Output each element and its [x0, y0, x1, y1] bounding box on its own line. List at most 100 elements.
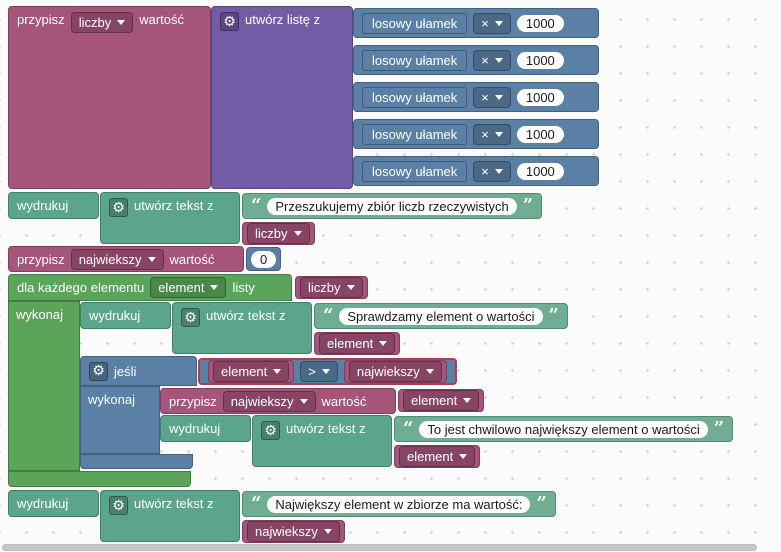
block-variable-najwiekszy[interactable]: najwiekszy	[242, 520, 345, 543]
print-label: wydrukuj	[17, 496, 69, 511]
element-variable-dropdown[interactable]: element	[403, 390, 480, 411]
block-text-string[interactable]: “ Sprawdzamy element o wartości ”	[314, 303, 568, 329]
dropdown-value: element	[158, 280, 205, 295]
text-field[interactable]: Sprawdzamy element o wartości	[339, 307, 543, 325]
najwiekszy-variable-dropdown[interactable]: najwiekszy	[247, 521, 340, 542]
block-number-zero[interactable]: 0	[246, 247, 282, 271]
block-random-times-1000[interactable]: losowy ułamek × 1000	[353, 45, 599, 75]
block-print[interactable]: wydrukuj	[80, 302, 171, 329]
block-set-najwiekszy[interactable]: przypisz najwiekszy wartość	[160, 388, 396, 414]
block-text-string[interactable]: “ To jest chwilowo największy element o …	[394, 416, 734, 442]
create-text-label: utwórz tekst z	[206, 308, 286, 323]
horizontal-scrollbar[interactable]	[2, 544, 757, 551]
block-print[interactable]: wydrukuj	[8, 192, 99, 219]
block-compare[interactable]: element > najwiekszy	[198, 358, 457, 385]
text-field[interactable]: Przeszukujemy zbiór liczb rzeczywistych	[267, 197, 517, 215]
random-fraction-block[interactable]: losowy ułamek	[362, 160, 468, 182]
number-field[interactable]: 1000	[516, 51, 564, 69]
block-create-list[interactable]: ⚙ utwórz listę z	[211, 6, 353, 189]
block-print[interactable]: wydrukuj	[8, 490, 99, 517]
mutator-gear-icon[interactable]: ⚙	[109, 198, 128, 217]
number-field[interactable]: 1000	[516, 14, 564, 32]
dropdown-arrow-icon	[323, 529, 332, 534]
element-variable-dropdown[interactable]: element	[399, 446, 476, 467]
foreach-middle-label: listy	[232, 280, 255, 295]
dropdown-arrow-icon	[494, 131, 503, 137]
multiply-operator-dropdown[interactable]: ×	[473, 86, 511, 108]
block-foreach-header[interactable]: dla każdego elementu element listy	[8, 274, 292, 301]
multiply-operator-dropdown[interactable]: ×	[473, 49, 511, 71]
dropdown-value: liczby	[78, 15, 112, 30]
multiply-operator-dropdown[interactable]: ×	[473, 12, 511, 34]
block-create-text[interactable]: ⚙ utwórz tekst z	[100, 490, 240, 542]
element-variable-dropdown[interactable]: element	[319, 333, 396, 354]
mutator-gear-icon[interactable]: ⚙	[181, 308, 200, 327]
open-quote-icon: “	[251, 195, 262, 216]
if-bottom-bar[interactable]	[80, 454, 193, 469]
dropdown-arrow-icon	[117, 20, 126, 25]
block-random-times-1000[interactable]: losowy ułamek × 1000	[353, 119, 599, 149]
block-variable-liczby[interactable]: liczby	[295, 276, 368, 299]
multiply-operator-dropdown[interactable]: ×	[473, 123, 511, 145]
if-do-spine[interactable]: wykonaj	[80, 386, 160, 454]
najwiekszy-variable-dropdown[interactable]: najwiekszy	[348, 361, 442, 382]
random-fraction-label: losowy ułamek	[372, 89, 458, 105]
dropdown-arrow-icon	[494, 94, 503, 100]
mutator-gear-icon[interactable]: ⚙	[261, 421, 280, 440]
number-field[interactable]: 1000	[516, 88, 564, 106]
najwiekszy-variable-dropdown[interactable]: najwiekszy	[70, 248, 164, 270]
liczby-variable-dropdown[interactable]: liczby	[247, 223, 310, 244]
najwiekszy-variable-dropdown[interactable]: najwiekszy	[222, 390, 316, 412]
block-create-text[interactable]: ⚙ utwórz tekst z	[100, 192, 240, 244]
element-variable-dropdown[interactable]: element	[150, 277, 227, 298]
liczby-variable-dropdown[interactable]: liczby	[70, 12, 134, 33]
number-field[interactable]: 1000	[516, 125, 564, 143]
dropdown-value: najwiekszy	[230, 393, 294, 409]
random-fraction-block[interactable]: losowy ułamek	[362, 123, 468, 145]
element-variable-dropdown[interactable]: element	[213, 361, 290, 382]
block-text-string[interactable]: “ Największy element w zbiorze ma wartoś…	[242, 491, 556, 517]
text-field[interactable]: Największy element w zbiorze ma wartość:	[267, 495, 531, 513]
mutator-gear-icon[interactable]: ⚙	[220, 12, 239, 31]
dropdown-value: element	[411, 393, 458, 408]
block-variable-element[interactable]: element	[394, 445, 481, 468]
foreach-bottom-bar[interactable]	[8, 471, 191, 487]
number-field[interactable]: 1000	[516, 162, 564, 180]
block-random-times-1000[interactable]: losowy ułamek × 1000	[353, 156, 599, 186]
block-variable-element[interactable]: element	[398, 389, 485, 412]
text-field[interactable]: To jest chwilowo największy element o wa…	[419, 420, 708, 438]
block-variable-element[interactable]: element	[314, 332, 401, 355]
block-create-text[interactable]: ⚙ utwórz tekst z	[172, 302, 312, 354]
random-fraction-block[interactable]: losowy ułamek	[362, 12, 468, 34]
block-variable-liczby[interactable]: liczby	[242, 222, 315, 245]
dropdown-arrow-icon	[346, 285, 355, 290]
mutator-gear-icon[interactable]: ⚙	[89, 361, 108, 381]
number-field[interactable]: 0	[251, 250, 277, 268]
block-if-header[interactable]: ⚙ jeśli	[80, 356, 197, 386]
block-set-najwiekszy[interactable]: przypisz najwiekszy wartość	[8, 246, 244, 272]
multiply-operator-dropdown[interactable]: ×	[473, 160, 511, 182]
block-random-times-1000[interactable]: losowy ułamek × 1000	[353, 8, 599, 38]
random-fraction-block[interactable]: losowy ułamek	[362, 49, 468, 71]
dropdown-arrow-icon	[494, 57, 503, 63]
block-random-times-1000[interactable]: losowy ułamek × 1000	[353, 82, 599, 112]
random-fraction-label: losowy ułamek	[372, 163, 458, 179]
block-create-text[interactable]: ⚙ utwórz tekst z	[252, 415, 392, 467]
block-variable-element[interactable]: element	[208, 360, 295, 383]
block-text-string[interactable]: “ Przeszukujemy zbiór liczb rzeczywistyc…	[242, 193, 543, 219]
create-text-label: utwórz tekst z	[134, 198, 214, 213]
random-fraction-block[interactable]: losowy ułamek	[362, 86, 468, 108]
dropdown-value: element	[407, 449, 454, 464]
dropdown-value: ×	[481, 126, 489, 142]
block-set-liczby[interactable]: przypisz liczby wartość	[8, 6, 211, 189]
compare-operator-dropdown[interactable]: >	[300, 361, 338, 382]
block-variable-najwiekszy[interactable]: najwiekszy	[343, 360, 447, 383]
mutator-gear-icon[interactable]: ⚙	[109, 496, 128, 515]
dropdown-value: liczby	[308, 280, 341, 295]
block-print[interactable]: wydrukuj	[160, 415, 251, 442]
open-quote-icon: “	[251, 493, 262, 514]
foreach-do-spine[interactable]: wykonaj	[8, 301, 80, 471]
dropdown-arrow-icon	[321, 369, 330, 374]
liczby-variable-dropdown[interactable]: liczby	[300, 277, 363, 298]
